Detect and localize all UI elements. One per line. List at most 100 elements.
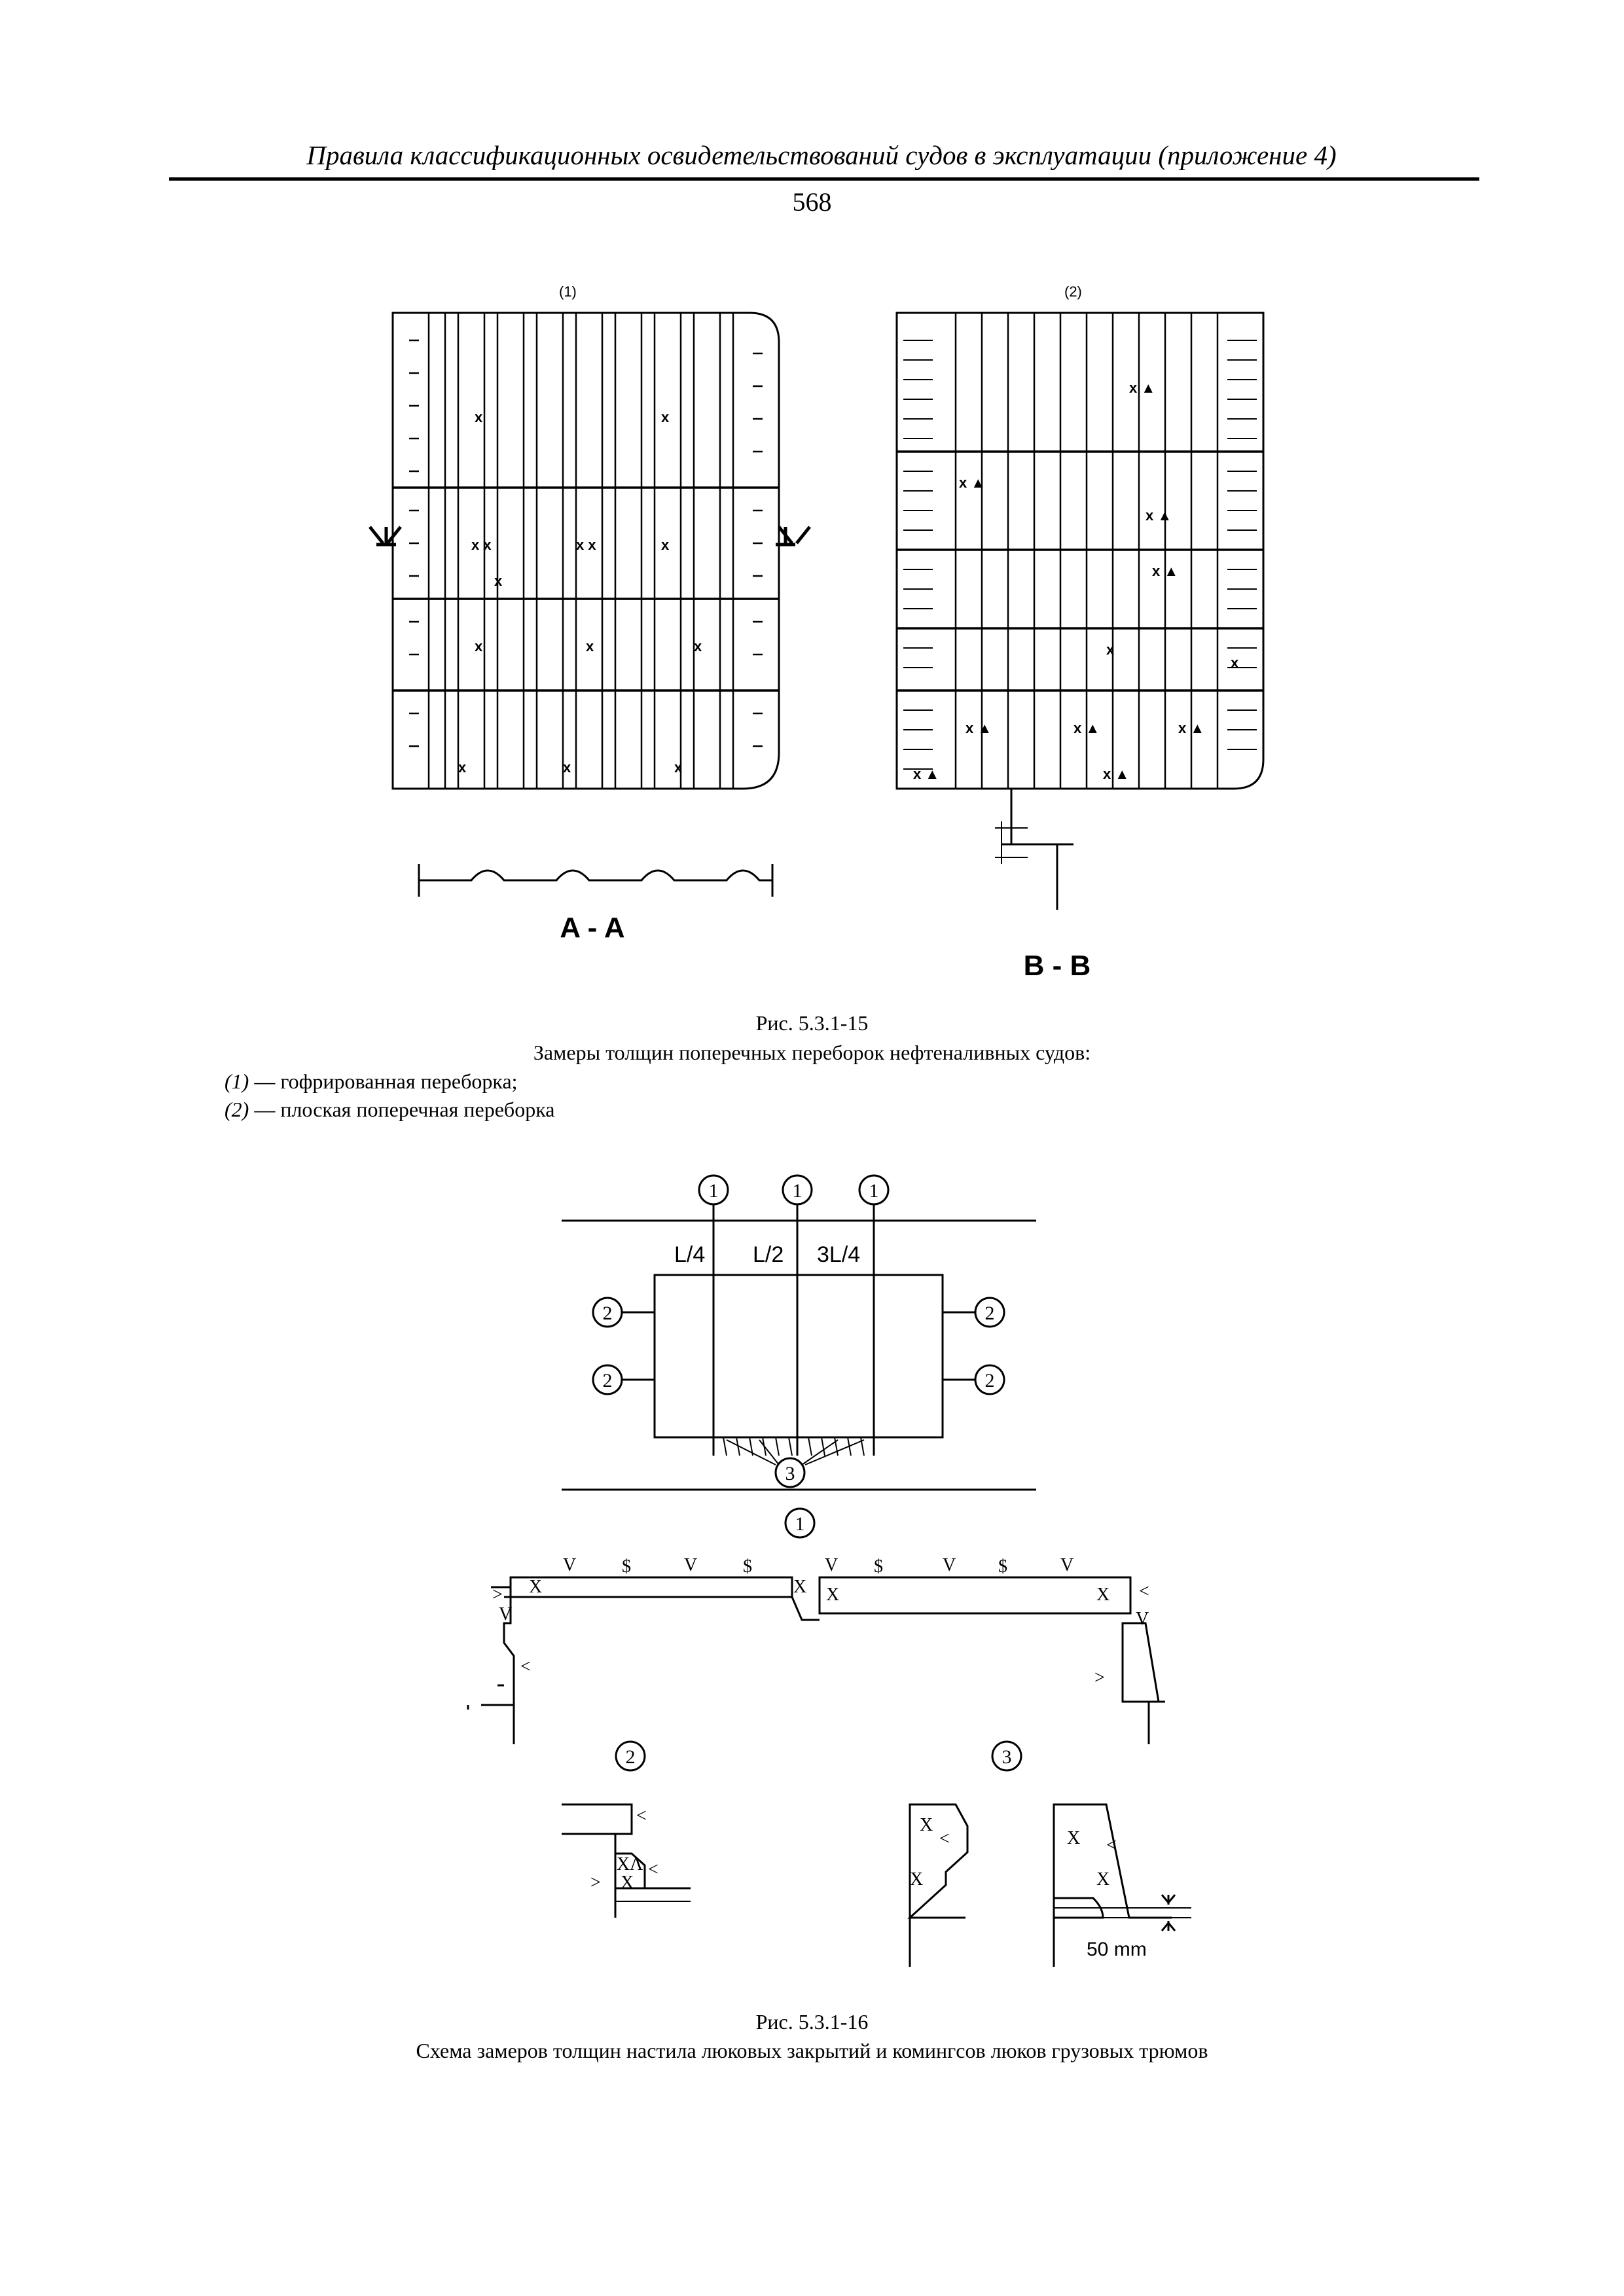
panel-joint bbox=[791, 1596, 820, 1621]
panel1-side-stiffeners bbox=[409, 339, 763, 747]
svg-text:x ▲: x ▲ bbox=[1152, 563, 1178, 579]
svg-text:X: X bbox=[621, 1873, 634, 1893]
panel2-outline bbox=[895, 312, 1265, 790]
header-rule bbox=[169, 177, 1479, 181]
circle-1-c bbox=[858, 1174, 890, 1206]
figure15-caption-title: Замеры толщин поперечных переборок нефте… bbox=[533, 1041, 1091, 1064]
svg-text:$: $ bbox=[874, 1556, 883, 1577]
svg-text:1: 1 bbox=[709, 1180, 719, 1202]
detail2-coaming bbox=[614, 1834, 691, 1918]
svg-text:$: $ bbox=[743, 1556, 752, 1577]
svg-text:X: X bbox=[826, 1585, 839, 1605]
figure15-marks: x x x x x x x x x x x x x x x ▲ x ▲ x ▲ … bbox=[458, 380, 1239, 782]
panel1-label: (1) bbox=[559, 283, 577, 300]
section-aa-profile bbox=[419, 869, 772, 882]
svg-text:<: < bbox=[520, 1657, 531, 1677]
svg-text:V: V bbox=[825, 1555, 838, 1575]
station-label-l4: L/4 bbox=[674, 1242, 705, 1267]
svg-text:x: x bbox=[586, 638, 594, 655]
svg-text:<: < bbox=[636, 1806, 647, 1826]
section-bb-dimension bbox=[995, 821, 1028, 864]
svg-text:X: X bbox=[793, 1577, 806, 1597]
station-label-3l4: 3L/4 bbox=[817, 1242, 860, 1267]
svg-text:<: < bbox=[1106, 1835, 1117, 1856]
svg-text:x: x bbox=[1231, 655, 1239, 671]
svg-text:x: x bbox=[475, 409, 483, 425]
page-number: 568 bbox=[792, 187, 832, 217]
svg-text:V: V bbox=[684, 1555, 697, 1575]
svg-text:x ▲: x ▲ bbox=[959, 475, 985, 491]
svg-text:3: 3 bbox=[785, 1463, 795, 1484]
panel1-corrugations bbox=[427, 313, 734, 789]
panel1-stringers bbox=[393, 486, 779, 692]
figure16-caption-number: Рис. 5.3.1-16 bbox=[755, 2010, 869, 2034]
svg-text:X: X bbox=[1096, 1585, 1110, 1605]
circled-numbers: 1 1 1 2 2 2 2 3 1 2 3 bbox=[603, 1180, 1012, 1768]
svg-text:V: V bbox=[943, 1555, 956, 1575]
svg-text:x: x bbox=[661, 409, 670, 425]
svg-text:x ▲: x ▲ bbox=[1103, 766, 1129, 782]
circle-2-section bbox=[615, 1740, 646, 1772]
svg-text:X: X bbox=[529, 1577, 542, 1597]
svg-text:x: x bbox=[1106, 641, 1115, 658]
svg-text:2: 2 bbox=[985, 1370, 995, 1391]
circle-2-right-top bbox=[974, 1297, 1005, 1328]
svg-text:2: 2 bbox=[603, 1302, 613, 1324]
svg-text:$: $ bbox=[622, 1556, 631, 1577]
svg-text:x ▲: x ▲ bbox=[1074, 720, 1100, 736]
detail3a-coaming bbox=[907, 1803, 969, 1967]
hatch-cover-plan bbox=[653, 1274, 944, 1439]
svg-text:X: X bbox=[1096, 1869, 1110, 1890]
circle-1-section bbox=[784, 1507, 816, 1539]
section-arrow-right bbox=[776, 526, 811, 547]
figure16-caption-title: Схема замеров толщин настила люковых зак… bbox=[416, 2039, 1208, 2062]
figure15-caption-number: Рис. 5.3.1-15 bbox=[755, 1011, 869, 1035]
svg-text:X: X bbox=[617, 1854, 630, 1874]
coaming-right bbox=[1121, 1622, 1160, 1744]
section-marks: V $ V $ V $ V $ V X X X X > V < < V > bbox=[492, 1555, 1149, 1688]
figure15-legend-item-2: (2) — плоская поперечная переборка bbox=[225, 1098, 555, 1121]
svg-text:>: > bbox=[590, 1873, 601, 1893]
svg-text:x ▲: x ▲ bbox=[965, 720, 992, 736]
hatch-panel-right bbox=[818, 1576, 1132, 1615]
section-bb-profile bbox=[1001, 789, 1074, 910]
svg-text:V: V bbox=[499, 1604, 512, 1624]
figure15-legend-item-1: (1) — гофрированная переборка; bbox=[225, 1069, 518, 1093]
dimension-label: 50 mm bbox=[1087, 1939, 1147, 1960]
svg-text:<: < bbox=[648, 1859, 659, 1880]
svg-text:Λ: Λ bbox=[630, 1854, 643, 1874]
svg-text:<: < bbox=[1139, 1581, 1149, 1602]
svg-text:x ▲: x ▲ bbox=[1146, 507, 1172, 524]
circle-2-right-bottom bbox=[974, 1364, 1005, 1395]
dimension-arrows bbox=[1161, 1894, 1176, 1931]
svg-text:V: V bbox=[1060, 1555, 1074, 1575]
svg-text:1: 1 bbox=[793, 1180, 803, 1202]
svg-text:>: > bbox=[1094, 1668, 1105, 1688]
svg-text:$: $ bbox=[998, 1556, 1007, 1577]
svg-text:1: 1 bbox=[795, 1513, 805, 1535]
svg-text:X: X bbox=[920, 1815, 933, 1835]
circle-3-section bbox=[991, 1740, 1022, 1772]
svg-text:V: V bbox=[1136, 1609, 1149, 1629]
svg-text:2: 2 bbox=[626, 1746, 636, 1768]
hatch-panel-left bbox=[509, 1576, 793, 1598]
svg-text:x: x bbox=[475, 638, 483, 655]
station-label-l2: L/2 bbox=[753, 1242, 784, 1267]
svg-text:>: > bbox=[492, 1585, 503, 1605]
circle-2-left-bottom bbox=[592, 1364, 623, 1395]
panel1-outline bbox=[391, 312, 780, 790]
section-arrow-left bbox=[369, 526, 402, 547]
panel2-horizontal-stiffeners bbox=[903, 340, 1257, 770]
circle-1-b bbox=[782, 1174, 813, 1206]
section-bb-label: B - B bbox=[1024, 950, 1091, 982]
svg-text:<: < bbox=[939, 1829, 950, 1849]
panel2-girders bbox=[897, 450, 1263, 692]
svg-text:x x: x x bbox=[471, 537, 492, 553]
svg-text:x ▲: x ▲ bbox=[913, 766, 939, 782]
svg-text:x ▲: x ▲ bbox=[1178, 720, 1204, 736]
svg-text:x ▲: x ▲ bbox=[1129, 380, 1155, 396]
svg-text:X: X bbox=[1067, 1828, 1080, 1848]
svg-text:3: 3 bbox=[1002, 1746, 1012, 1768]
